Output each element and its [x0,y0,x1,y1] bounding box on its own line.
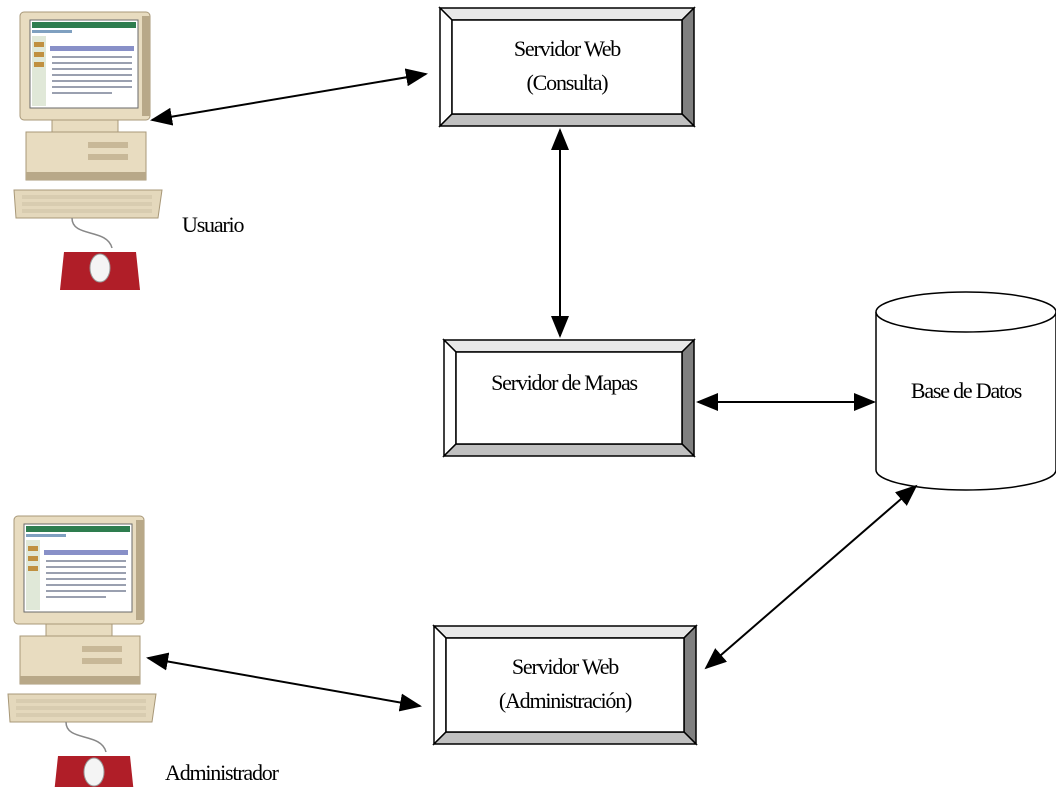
servidor-web-administracion-box: Servidor Web (Administración) [432,624,698,746]
edge-usuario-web-consulta [150,68,428,126]
usuario-computer-icon [13,11,163,291]
edge-administrador-web-admin [146,652,422,712]
edge-base-datos-web-admin [704,484,918,670]
administrador-label: Administrador [165,760,280,785]
servidor-web-administracion-line1: Servidor Web [512,654,619,679]
servidor-web-consulta-box: Servidor Web (Consulta) [438,6,696,128]
administrador-computer-icon [7,515,157,787]
base-de-datos-cylinder: Base de Datos [875,291,1056,491]
servidor-web-consulta-line2: (Consulta) [527,70,609,95]
servidor-web-administracion-line2: (Administración) [499,688,632,713]
servidor-mapas-box: Servidor de Mapas [442,338,696,458]
servidor-web-consulta-line1: Servidor Web [514,36,621,61]
servidor-mapas-label: Servidor de Mapas [491,370,637,395]
usuario-label: Usuario [182,212,244,237]
base-de-datos-label: Base de Datos [911,378,1022,403]
